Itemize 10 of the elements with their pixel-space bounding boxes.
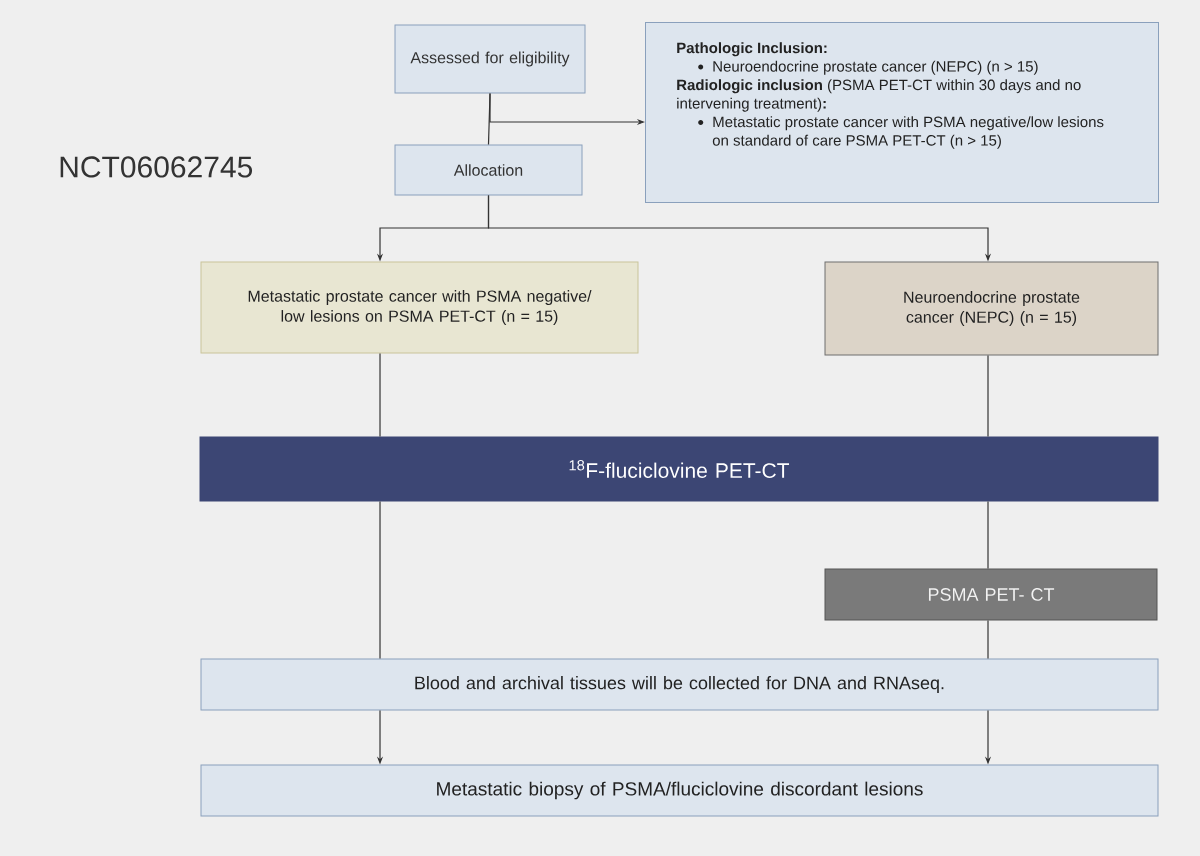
process-box: Assessed for eligibility [394,24,586,94]
criteria-box: Pathologic Inclusion: Neuroendocrine prostate cancer (NEPC) (n > 15) Radiologic inclusion (PSMA PET-CT within 30 days and no intervening treatment): Metastatic prostate cancer with PSMA negative/low lesions on standard of care PSMA PET-CT (n > 15) [645,22,1159,203]
imaging-bar: $^{18}$F-fluciclovine PET-CT [199,436,1159,502]
process-box: Metastatic biopsy of PSMA/fluciclovine discordant lesions [200,764,1159,817]
process-box: Blood and archival tissues will be collected for DNA and RNAseq. [200,658,1159,711]
cohort-box: Neuroendocrine prostate cancer (NEPC) (n = 15) [824,261,1159,356]
imaging-box: PSMA PET- CT [824,568,1158,621]
process-box: Allocation [394,144,583,196]
cohort-box: Metastatic prostate cancer with PSMA negative/ low lesions on PSMA PET-CT (n = 15) [200,261,639,354]
trial-id: NCT06062745 [60,156,253,178]
